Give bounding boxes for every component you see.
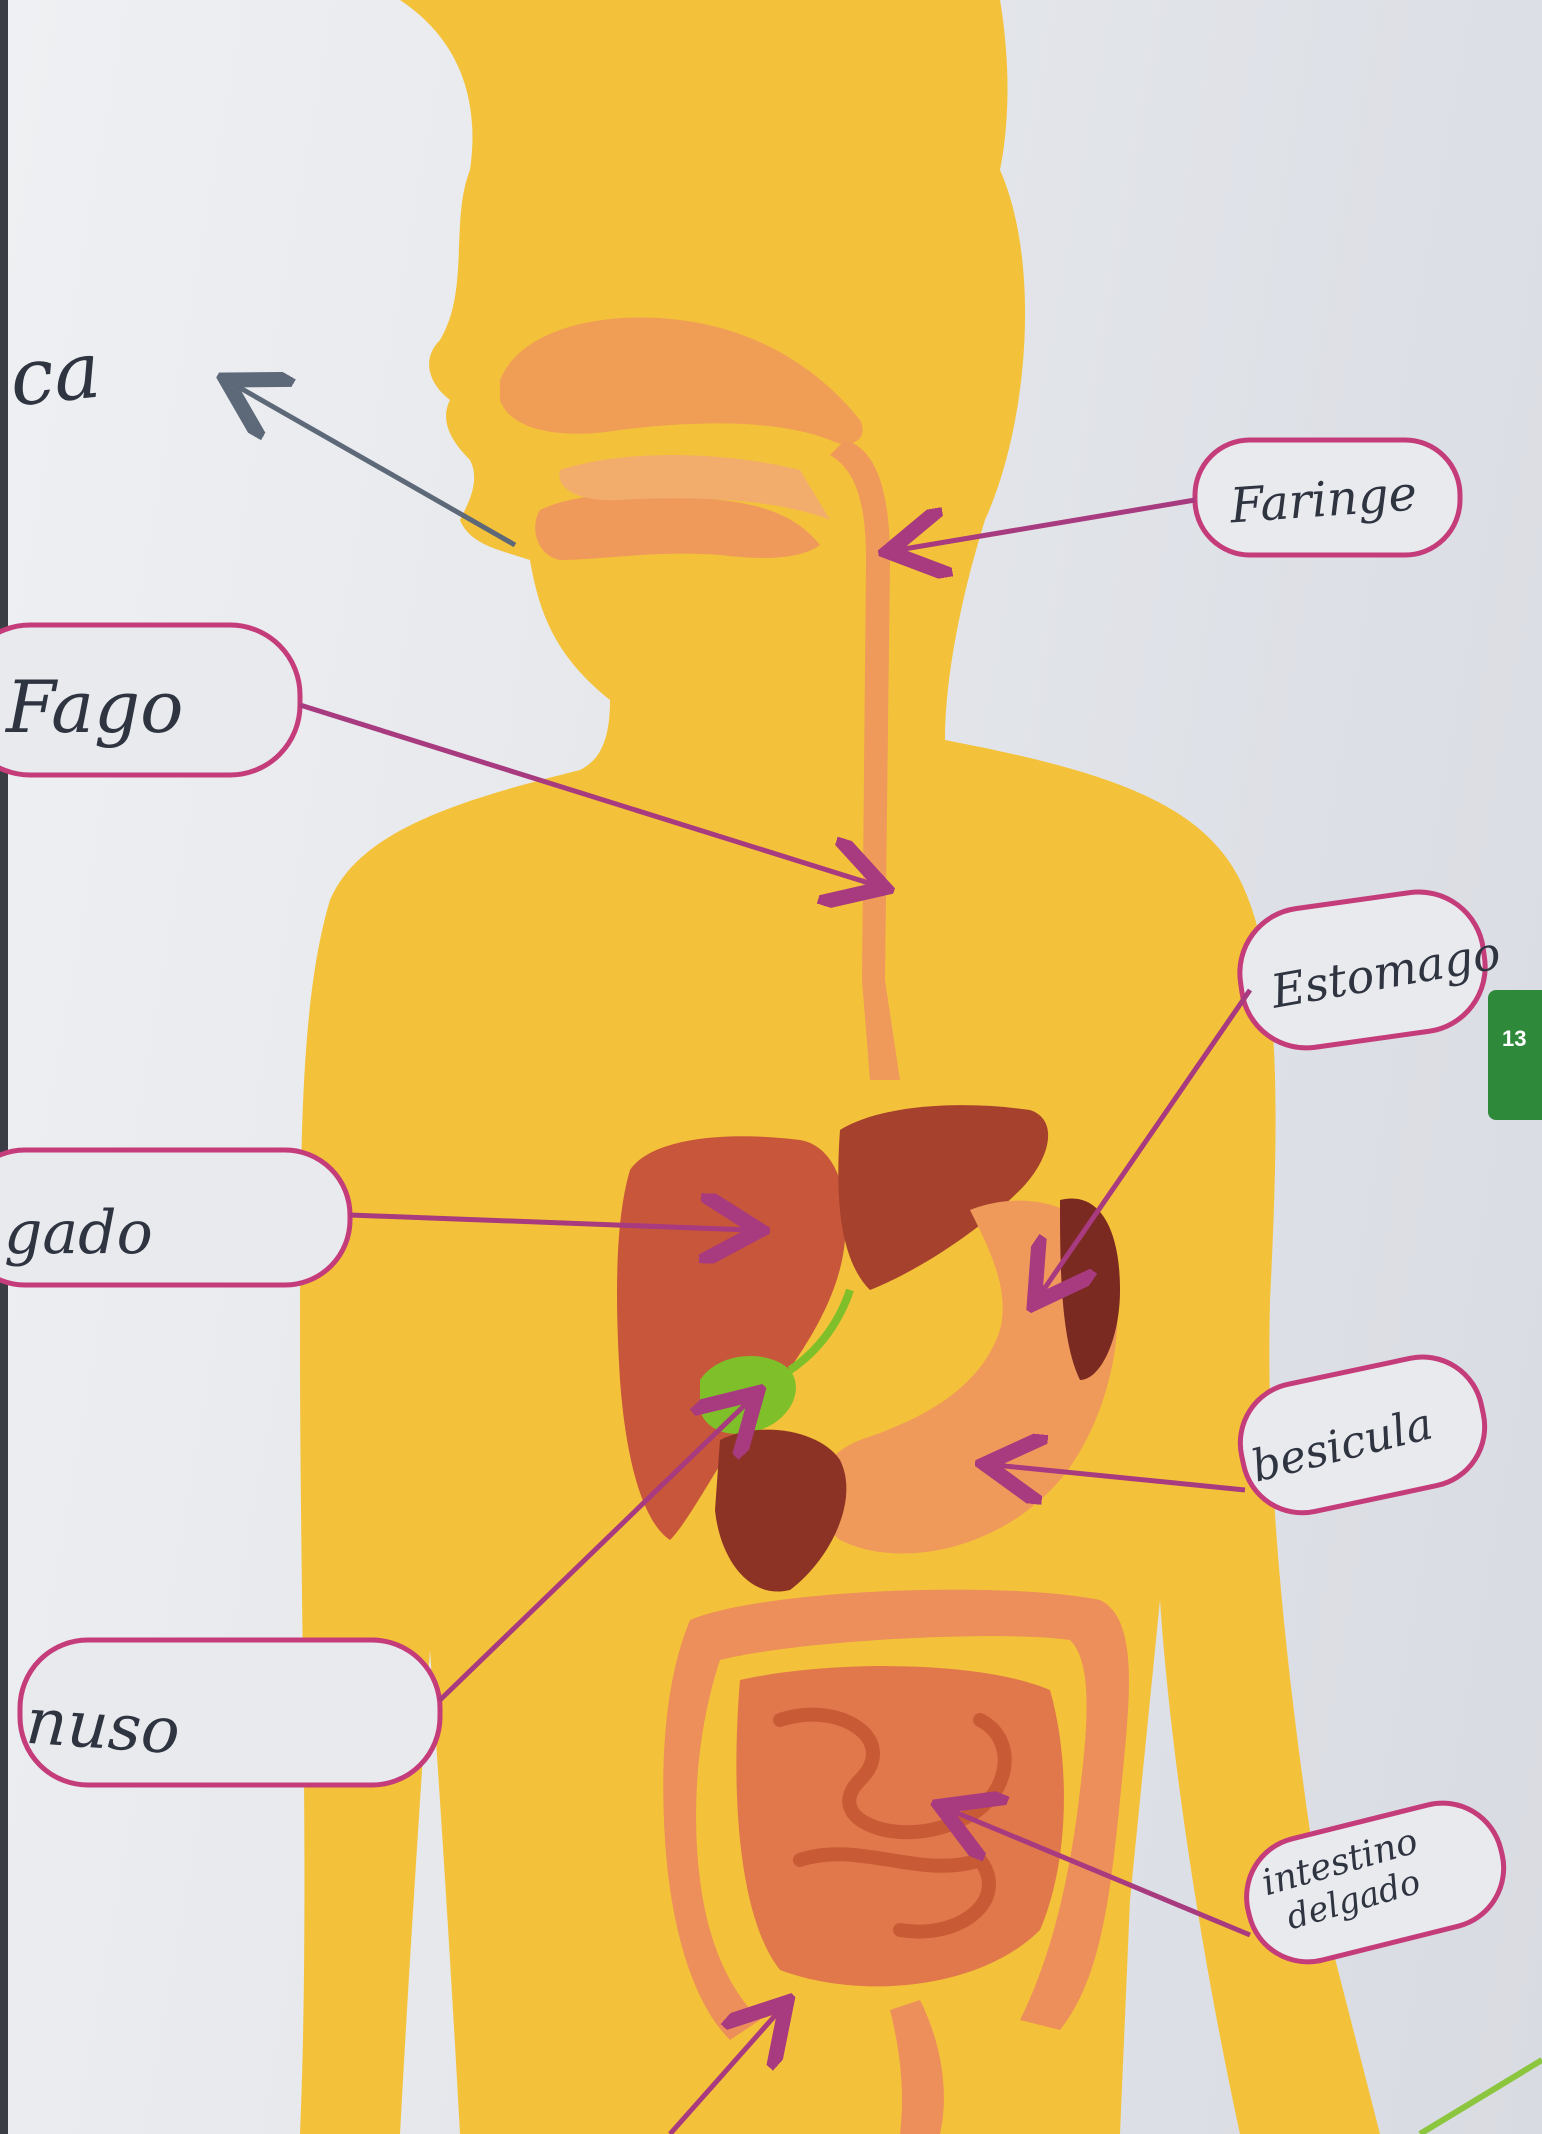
label-box-higado [0,1150,350,1285]
page-number-badge: 13 [1488,990,1542,1120]
page-edge-line [1420,2060,1542,2134]
label-box-pancreas [20,1640,440,1785]
label-box-estomago [1231,884,1493,1057]
label-box-esofago [0,625,300,775]
page-number: 13 [1502,1026,1526,1052]
label-box-faringe [1195,440,1460,555]
